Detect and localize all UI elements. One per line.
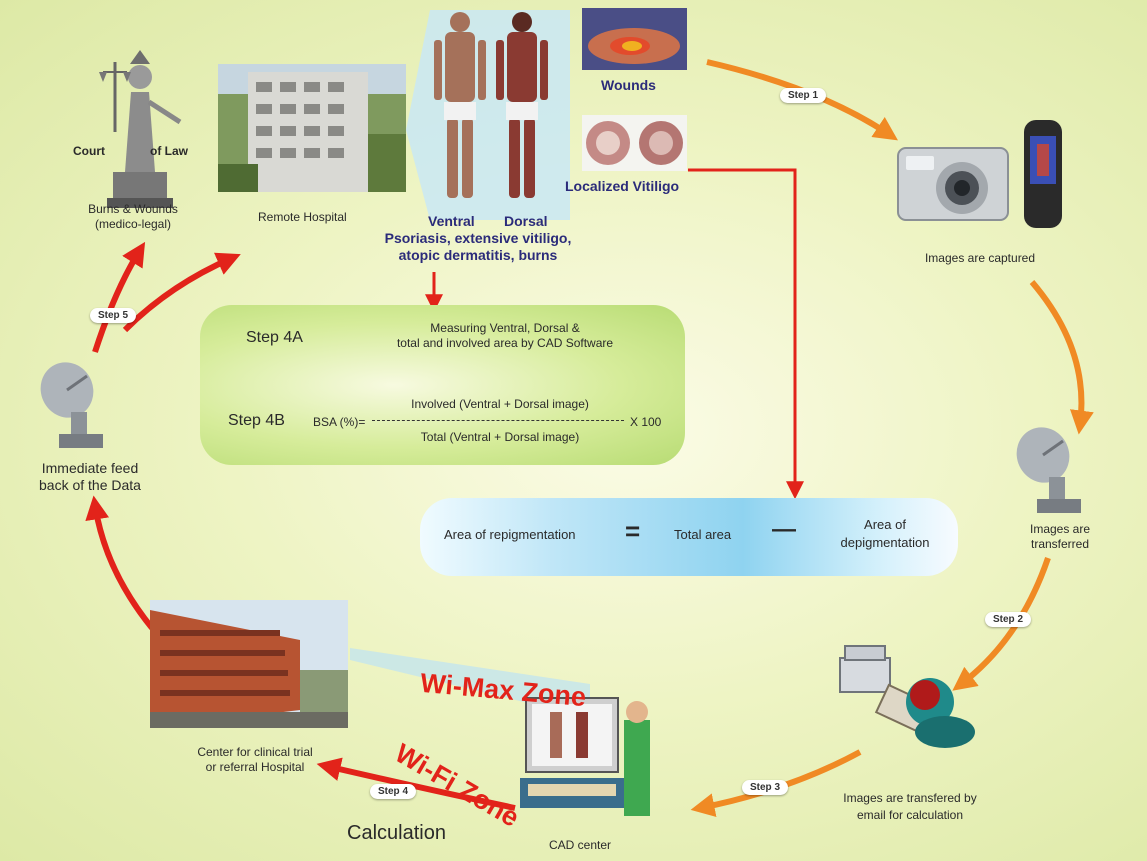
- images-transferred-label: Images are transferred: [1029, 522, 1091, 551]
- repigmentation-equals: =: [625, 516, 641, 546]
- step5-badge: Step 5: [90, 308, 137, 323]
- arrow-step5-court: [92, 241, 146, 353]
- cad-center-image: [520, 697, 650, 816]
- bsa-multiplier: X 100: [630, 415, 662, 429]
- step2-badge: Step 2: [985, 612, 1032, 627]
- remote-hospital-label: Remote Hospital: [258, 210, 347, 224]
- localized-vitiligo-image: [582, 115, 687, 171]
- remote-hospital-image: [218, 64, 406, 192]
- bsa-denominator: Total (Ventral + Dorsal image): [420, 430, 580, 444]
- cad-center-label: CAD center: [548, 838, 612, 852]
- step4b-label: Step 4B: [228, 412, 285, 429]
- bsa-label: BSA (%)=: [313, 415, 366, 429]
- court-label-right: of Law: [150, 144, 188, 158]
- computer-user-image: [839, 645, 975, 748]
- step4a-label: Step 4A: [246, 329, 303, 346]
- arrow-captured-transferred: [1029, 280, 1094, 435]
- repigmentation-left: Area of repigmentation: [444, 527, 576, 542]
- arrow-step5-remote: [122, 252, 241, 333]
- images-email-label: Images are transfered by email for calcu…: [843, 791, 977, 822]
- step1-badge: Step 1: [780, 88, 827, 103]
- arrow-clinical-feedback: [85, 495, 155, 630]
- arrow-step2: [952, 557, 1051, 691]
- step3-badge: Step 3: [742, 780, 789, 795]
- ventral-label: Ventral: [428, 213, 475, 229]
- satellite-dish-left-icon: [40, 362, 103, 448]
- repigmentation-middle: Total area: [674, 527, 732, 542]
- repigmentation-box: Area of repigmentation = Total area — Ar…: [420, 498, 958, 576]
- arrow-vitiligo-repigmentation: [688, 168, 804, 500]
- step4-badge: Step 4: [370, 784, 417, 799]
- court-statue-icon: [99, 50, 182, 208]
- step4a-text: Measuring Ventral, Dorsal & total and in…: [396, 321, 614, 350]
- center-clinical-label: Center for clinical trial or referral Ho…: [197, 745, 313, 774]
- bsa-numerator: Involved (Ventral + Dorsal image): [411, 397, 589, 411]
- satellite-dish-right-icon: [1016, 427, 1081, 513]
- repigmentation-right: Area of depigmentation: [840, 517, 930, 550]
- bsa-fraction-line: [372, 420, 624, 421]
- step4-box: Step 4A Measuring Ventral, Dorsal & tota…: [200, 305, 685, 465]
- wounds-image: [582, 8, 687, 70]
- calculation-label: Calculation: [347, 822, 446, 844]
- repigmentation-minus: —: [772, 516, 796, 543]
- camera-phone-image: [897, 120, 1062, 228]
- burns-wounds-label: Burns & Wounds (medico-legal): [88, 202, 178, 231]
- psoriasis-label: Psoriasis, extensive vitiligo, atopic de…: [384, 230, 572, 263]
- dorsal-label: Dorsal: [504, 213, 548, 229]
- arrow-step4: [316, 757, 516, 811]
- wounds-label: Wounds: [601, 77, 656, 93]
- court-label-left: Court: [73, 144, 105, 158]
- immediate-feedback-label: Immediate feed back of the Data: [39, 460, 141, 493]
- localized-vitiligo-label: Localized Vitiligo: [565, 178, 680, 194]
- patient-figures-image: [434, 12, 548, 198]
- clinical-hospital-image: [150, 600, 348, 728]
- images-captured-label: Images are captured: [924, 251, 1036, 265]
